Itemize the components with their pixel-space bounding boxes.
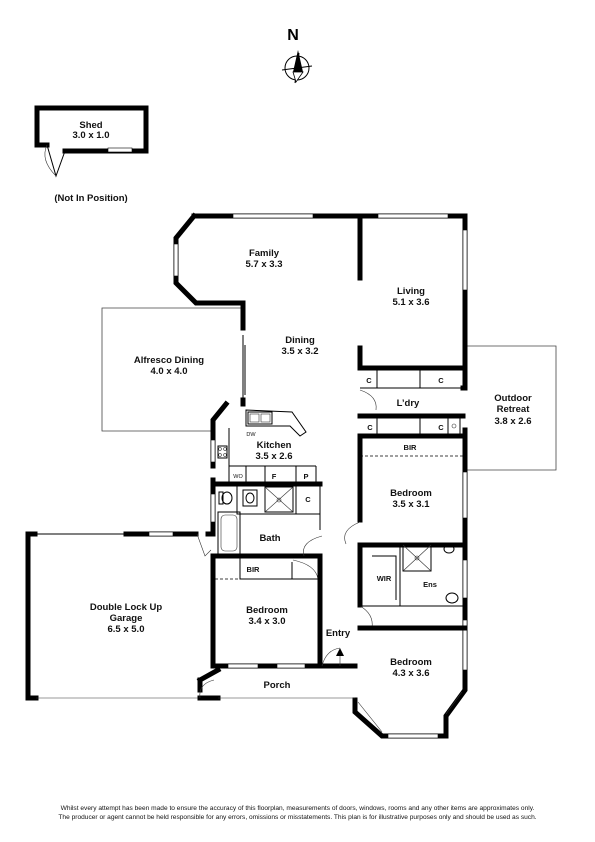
bath-name: Bath — [259, 533, 280, 544]
bedroom3-name: Bedroom — [246, 605, 288, 616]
interior-walls — [199, 213, 468, 699]
compass: N — [281, 27, 313, 84]
cupboard-label-1: C — [366, 376, 372, 385]
shed: Shed 3.0 x 1.0 (Not In Position) — [34, 105, 149, 204]
room-labels: Family 5.7 x 3.3 Living 5.1 x 3.6 Dining… — [233, 248, 444, 691]
cupboard-label-3: C — [367, 423, 373, 432]
laundry-name: L’dry — [397, 398, 420, 409]
dw-label: DW — [246, 432, 256, 438]
living-name: Living — [397, 286, 425, 297]
wir-label: WIR — [377, 574, 392, 583]
bir-label-bed3: BIR — [247, 565, 261, 574]
garage-name: Double Lock Up — [90, 602, 163, 613]
dining-name: Dining — [285, 335, 315, 346]
kitchen-name: Kitchen — [257, 440, 292, 451]
alfresco-area: Alfresco Dining 4.0 x 4.0 — [101, 307, 243, 432]
disclaimer-line-2: The producer or agent cannot be held res… — [58, 814, 537, 821]
house-walls — [173, 212, 468, 739]
ens-label: Ens — [423, 580, 437, 589]
disclaimer: Whilst every attempt has been made to en… — [20, 804, 575, 822]
porch-name: Porch — [264, 680, 291, 691]
garage-dims: 6.5 x 5.0 — [108, 624, 145, 635]
compass-needle-icon — [293, 50, 303, 72]
outdoor-dims: 3.8 x 2.6 — [495, 416, 532, 427]
shed-dims: 3.0 x 1.0 — [73, 130, 110, 141]
outdoor-retreat-area: Outdoor Retreat 3.8 x 2.6 — [463, 345, 557, 471]
cupboard-label-4: C — [438, 423, 444, 432]
family-name: Family — [249, 248, 280, 259]
outdoor-name-2: Retreat — [497, 404, 531, 415]
garage: Double Lock Up Garage 6.5 x 5.0 — [25, 531, 221, 701]
outdoor-name: Outdoor — [494, 393, 532, 404]
cupboard-label-5: C — [305, 495, 311, 504]
bedroom2-name: Bedroom — [390, 488, 432, 499]
compass-north-label: N — [287, 27, 299, 44]
bedroom1-dims: 4.3 x 3.6 — [393, 668, 430, 679]
family-dims: 5.7 x 3.3 — [246, 259, 283, 270]
cupboard-label-2: C — [438, 376, 444, 385]
disclaimer-line-1: Whilst every attempt has been made to en… — [60, 805, 535, 812]
alfresco-dims: 4.0 x 4.0 — [151, 366, 188, 377]
garage-name-2: Garage — [110, 613, 143, 624]
shed-note: (Not In Position) — [54, 193, 127, 204]
bedroom1-name: Bedroom — [390, 657, 432, 668]
alfresco-name: Alfresco Dining — [134, 355, 204, 366]
dining-dims: 3.5 x 3.2 — [282, 346, 319, 357]
bedroom2-dims: 3.5 x 3.1 — [393, 499, 431, 510]
pantry-label: P — [303, 472, 308, 481]
bir-label-bed2: BIR — [404, 443, 418, 452]
wo-label: WO — [233, 474, 243, 480]
bedroom3-dims: 3.4 x 3.0 — [249, 616, 286, 627]
kitchen-dims: 3.5 x 2.6 — [256, 451, 293, 462]
shed-name: Shed — [79, 120, 102, 131]
living-dims: 5.1 x 3.6 — [393, 297, 430, 308]
entry-name: Entry — [326, 628, 351, 639]
fridge-label: F — [272, 472, 277, 481]
